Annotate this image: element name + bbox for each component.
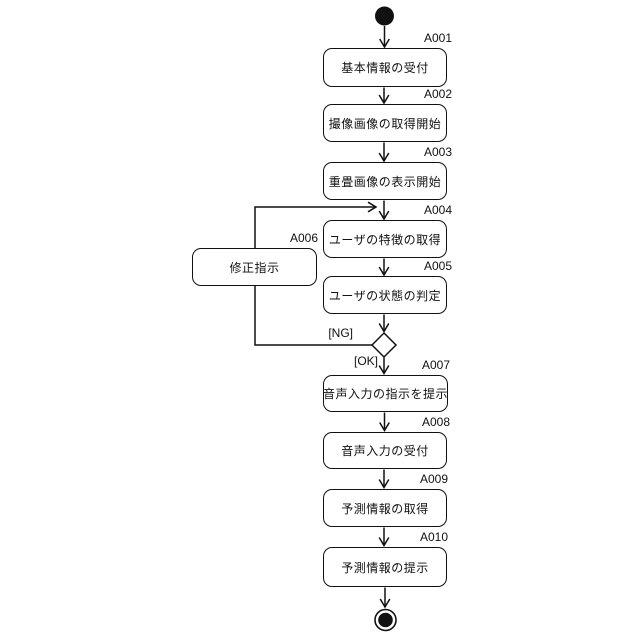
activity-box-a004: ユーザの特徴の取得 [323,220,447,258]
step-id-a007: A007 [421,358,450,372]
activity-label-a002: 撮像画像の取得開始 [328,116,442,131]
branch-label-ng: [NG] [328,326,353,340]
activity-box-a009: 予測情報の取得 [323,489,447,527]
activity-label-a003: 重畳画像の表示開始 [328,174,442,189]
step-id-a001: A001 [423,31,452,45]
activity-box-a010: 予測情報の提示 [323,547,447,587]
step-id-a005: A005 [423,259,452,273]
activity-box-a003: 重畳画像の表示開始 [323,162,447,200]
activity-label-a007: 音声入力の指示を提示 [323,387,449,401]
activity-label-a010: 予測情報の提示 [341,560,429,575]
activity-box-a002: 撮像画像の取得開始 [323,104,447,142]
start-node [375,6,394,26]
step-id-a010: A010 [419,530,448,544]
step-id-a003: A003 [423,145,452,159]
branch-label-ok: [OK] [353,354,378,368]
activity-box-a007: 音声入力の指示を提示 [323,375,448,412]
activity-label-a001: 基本情報の受付 [341,61,429,75]
step-id-a004: A004 [423,203,452,217]
activity-label-a005: ユーザの状態の判定 [328,288,442,303]
step-id-a008: A008 [421,415,450,429]
activity-box-a005: ユーザの状態の判定 [323,276,447,314]
step-id-a006: A006 [289,231,318,245]
activity-box-a001: 基本情報の受付 [323,48,447,87]
activity-box-a006: 修正指示 [192,248,317,286]
activity-label-a004: ユーザの特徴の取得 [328,232,442,247]
activity-label-a009: 予測情報の取得 [341,501,429,516]
activity-box-a008: 音声入力の受付 [323,432,447,469]
activity-label-a006: 修正指示 [229,260,280,275]
step-id-a002: A002 [423,87,452,101]
end-node [378,612,393,628]
activity-label-a008: 音声入力の受付 [341,444,429,458]
step-id-a009: A009 [419,472,448,486]
decision-diamond [370,331,398,359]
